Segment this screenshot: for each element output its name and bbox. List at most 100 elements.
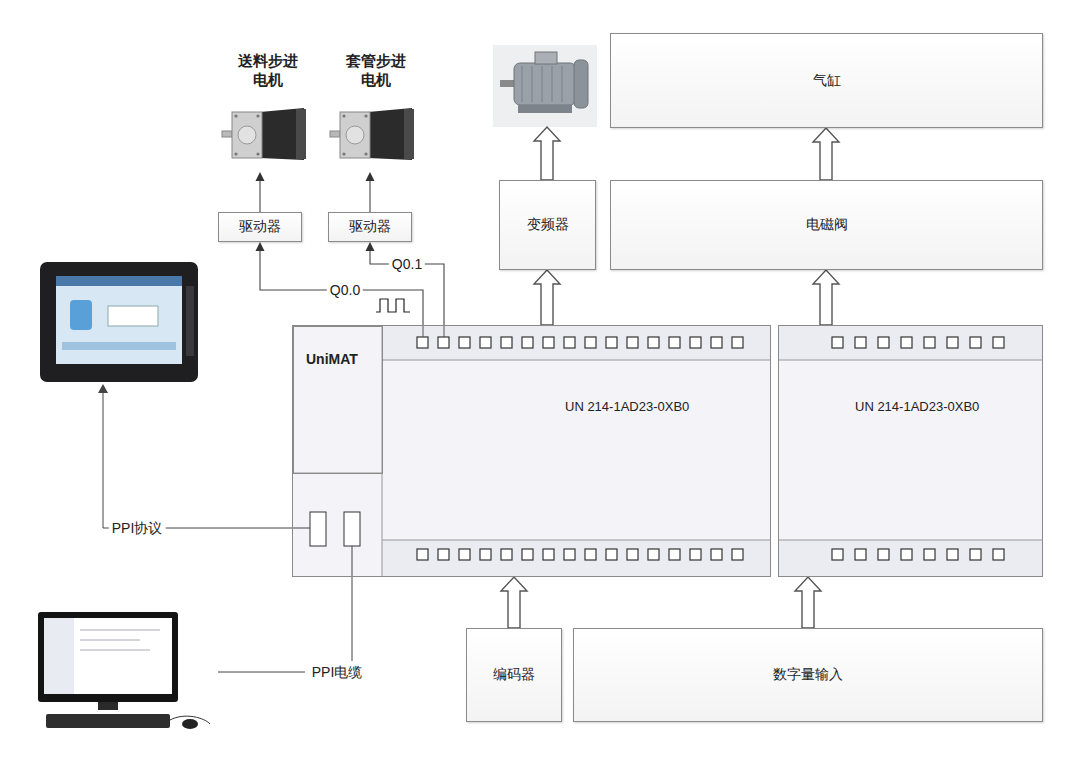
strip-line xyxy=(382,360,771,361)
box-label: 数字量输入 xyxy=(773,666,843,684)
signal-line xyxy=(366,242,445,325)
box-label: 电磁阀 xyxy=(806,216,848,234)
signal-name: Q0.1 xyxy=(389,256,425,273)
arrow-head xyxy=(256,242,265,251)
box-label: 驱动器 xyxy=(349,218,391,236)
hollow-arrow xyxy=(534,270,560,325)
hollow-arrow xyxy=(501,577,527,628)
motor-screw xyxy=(342,152,345,155)
hollow-arrow-shape xyxy=(813,128,839,180)
monitor-screen xyxy=(44,618,172,694)
component-box: 编码器 xyxy=(466,628,562,722)
signal-line xyxy=(256,242,424,325)
terminal-strip xyxy=(778,540,1043,577)
hollow-arrow-shape xyxy=(813,270,839,325)
motor-screw xyxy=(342,114,345,117)
ppi-wire-head xyxy=(98,384,108,393)
motor-faceplate xyxy=(340,112,370,158)
hmi-screen-graphic xyxy=(62,342,176,350)
hmi-screen xyxy=(56,276,182,364)
motor-feet xyxy=(518,105,572,113)
arrow-head xyxy=(366,242,375,251)
pulse-symbol xyxy=(376,299,410,312)
plc-module: UN 214-1AD23-0XB0 xyxy=(778,325,1043,577)
component-box: 数字量输入 xyxy=(573,628,1043,722)
component-box: 驱动器 xyxy=(328,212,412,242)
ppi-cable xyxy=(352,546,353,661)
motor-body xyxy=(514,63,576,105)
box-label: 气缸 xyxy=(813,72,841,90)
motor-fin xyxy=(522,66,523,102)
signal-line xyxy=(256,172,265,212)
monitor-screen-pane xyxy=(44,618,74,694)
monitor-stand xyxy=(98,702,118,710)
hollow-arrow xyxy=(813,128,839,180)
motor-fin xyxy=(542,66,543,102)
hmi-screen-bar xyxy=(56,276,182,286)
motor-screw xyxy=(256,152,259,155)
stepper-motor: 送料步进 电机 xyxy=(220,52,316,172)
motor-terminal-box xyxy=(535,52,557,64)
motor-shaft xyxy=(330,131,340,137)
component-box: 电磁阀 xyxy=(610,180,1043,270)
cable-label: PPI电缆 xyxy=(309,664,366,681)
module-name: UN 214-1AD23-0XB0 xyxy=(565,399,689,415)
motor-screw xyxy=(256,114,259,117)
arrow-head xyxy=(366,172,375,181)
keyboard xyxy=(46,714,170,728)
motor-end-cap xyxy=(296,109,306,159)
motor-faceplate xyxy=(232,112,262,158)
box-label: 驱动器 xyxy=(239,218,281,236)
hollow-arrow-shape xyxy=(501,577,527,628)
hollow-arrow xyxy=(534,127,560,180)
monitor-screen-line xyxy=(80,650,150,651)
motor-photo-ground xyxy=(493,45,597,127)
motor-screw xyxy=(234,152,237,155)
motor-boss xyxy=(238,126,256,144)
hollow-arrow-shape xyxy=(534,270,560,325)
arrow-head xyxy=(256,172,265,181)
ppi-wire xyxy=(103,392,310,528)
hmi-screen-graphic xyxy=(108,306,158,326)
terminal-row xyxy=(416,548,752,561)
terminal-row xyxy=(831,336,1015,349)
motor-fin xyxy=(552,66,553,102)
mouse xyxy=(182,719,198,729)
cable-label: PPI协议 xyxy=(109,520,166,537)
terminal-strip xyxy=(382,325,771,360)
strip-line xyxy=(778,360,1043,361)
motor-screw xyxy=(234,114,237,117)
motor-screw xyxy=(364,152,367,155)
component-box: 驱动器 xyxy=(218,212,302,242)
stepper-motor-icon xyxy=(220,100,316,170)
signal-wire xyxy=(370,250,444,325)
terminal-strip xyxy=(778,325,1043,360)
hmi-housing xyxy=(40,262,198,382)
monitor-screen-line xyxy=(80,630,160,631)
stepper-motor: 套管步进 电机 xyxy=(328,52,424,172)
module-name: UniMAT xyxy=(306,351,358,369)
motor-fin xyxy=(562,66,563,102)
plc-module: UniMAT xyxy=(293,326,383,474)
component-box: 变频器 xyxy=(499,180,596,270)
signal-wire xyxy=(369,180,370,212)
motor-boss xyxy=(346,126,364,144)
signal-line xyxy=(366,172,375,212)
motor-heading: 送料步进 电机 xyxy=(235,52,301,90)
hmi-buttons xyxy=(186,286,194,356)
comm-port xyxy=(344,512,360,546)
module-body xyxy=(778,325,1043,577)
component-box: 气缸 xyxy=(610,33,1043,128)
signal-name: Q0.0 xyxy=(327,282,363,299)
strip-line xyxy=(382,540,771,541)
plc-body xyxy=(292,325,771,577)
box-label: 编码器 xyxy=(493,666,535,684)
motor-screw xyxy=(364,114,367,117)
plc-module: UN 214-1AD23-0XB0 UniMAT xyxy=(292,325,771,577)
hollow-arrow xyxy=(795,577,821,628)
signal-wire xyxy=(260,250,423,325)
stepper-motor-icon xyxy=(328,100,424,170)
strip-line xyxy=(778,540,1043,541)
terminal-row xyxy=(416,336,752,349)
